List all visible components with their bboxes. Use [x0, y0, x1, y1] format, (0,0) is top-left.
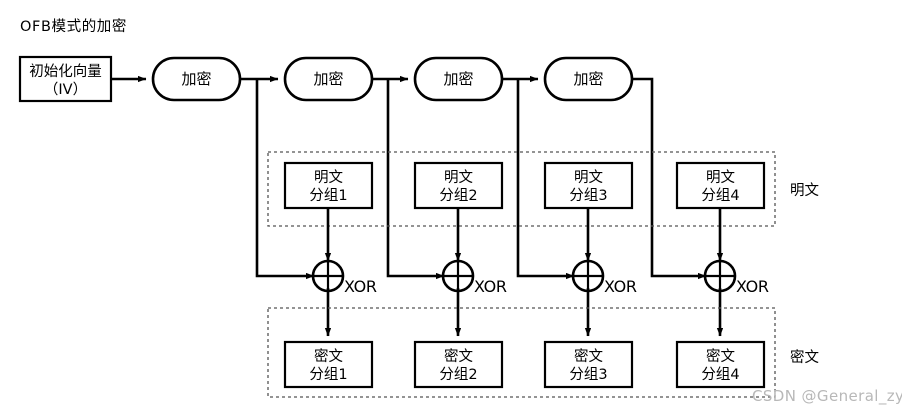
- plaintext-block-4-line1: 明文: [706, 169, 735, 186]
- xor-gate-1-label: XOR: [344, 277, 377, 296]
- plaintext-block-2-line2: 分组2: [439, 187, 477, 204]
- plaintext-block-3-line2: 分组3: [569, 187, 607, 204]
- page-title: OFB模式的加密: [20, 18, 127, 35]
- plaintext-block-1-line1: 明文: [314, 169, 343, 186]
- ciphertext-group-outline: [267, 307, 776, 398]
- ciphertext-block-4[interactable]: [675, 340, 766, 389]
- plaintext-block-4[interactable]: [675, 161, 766, 210]
- plaintext-block-2-line1: 明文: [444, 169, 473, 186]
- iv-label-line2: （IV）: [44, 81, 87, 98]
- plaintext-block-3[interactable]: [543, 161, 634, 210]
- cipher-node-3-label: 加密: [443, 70, 473, 88]
- xor-gate-2-label: XOR: [474, 277, 507, 296]
- ciphertext-block-4-line2: 分组4: [701, 366, 739, 383]
- xor-gate-3-label: XOR: [604, 277, 637, 296]
- ciphertext-block-3-line1: 密文: [574, 348, 603, 365]
- ciphertext-block-1-line2: 分组1: [309, 366, 347, 383]
- cipher-node-4-label: 加密: [573, 70, 603, 88]
- plaintext-group-label: 明文: [790, 182, 819, 199]
- wire-keystream-2-to-xor-2: [386, 79, 445, 280]
- wire-keystream-3-to-xor-3: [516, 79, 575, 280]
- ciphertext-block-3-line2: 分组3: [569, 366, 607, 383]
- iv-label-line1: 初始化向量: [29, 63, 102, 80]
- ciphertext-block-3[interactable]: [543, 340, 634, 389]
- ciphertext-block-2-line1: 密文: [444, 348, 473, 365]
- plaintext-block-4-line2: 分组4: [701, 187, 739, 204]
- cipher-node-2-label: 加密: [313, 70, 343, 88]
- cipher-node-1-label: 加密: [181, 70, 211, 88]
- ciphertext-block-1[interactable]: [283, 340, 374, 389]
- xor-gate-4-label: XOR: [736, 277, 769, 296]
- plaintext-block-1-line2: 分组1: [309, 187, 347, 204]
- ciphertext-group-label: 密文: [790, 349, 819, 366]
- iv-box[interactable]: [18, 55, 113, 103]
- ciphertext-block-2-line2: 分组2: [439, 366, 477, 383]
- ciphertext-block-4-line1: 密文: [706, 348, 735, 365]
- ciphertext-block-1-line1: 密文: [314, 348, 343, 365]
- ciphertext-block-2[interactable]: [413, 340, 504, 389]
- plaintext-group-outline: [267, 151, 776, 227]
- wire-keystream-4-to-xor-4: [632, 77, 707, 280]
- plaintext-block-2[interactable]: [413, 161, 504, 210]
- watermark: CSDN @General_zy: [752, 387, 902, 406]
- wire-keystream-1-to-xor-1: [255, 79, 315, 280]
- plaintext-block-3-line1: 明文: [574, 169, 603, 186]
